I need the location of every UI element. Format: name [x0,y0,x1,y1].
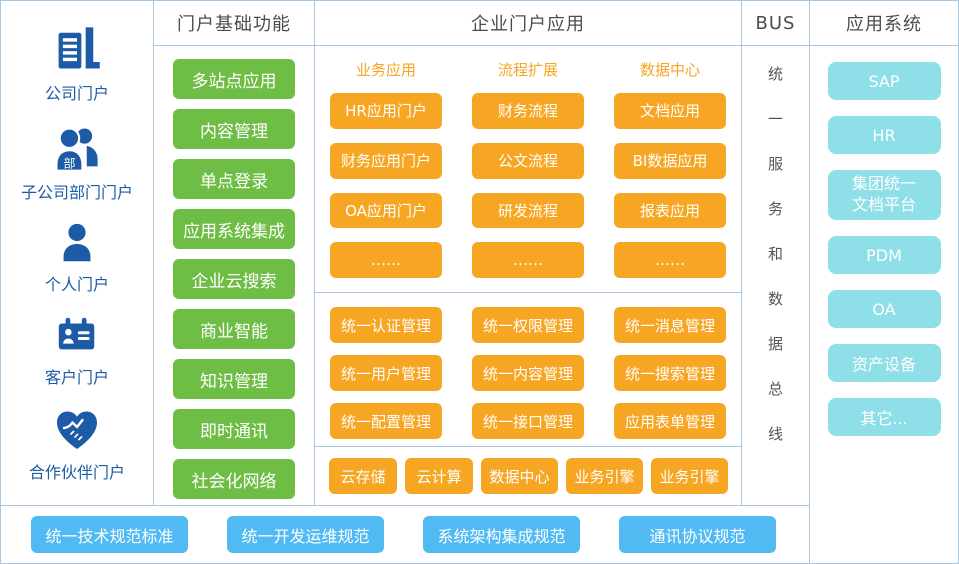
unified-service-block: 统一搜索管理 [614,355,726,391]
audience-item-personal: 个人门户 [1,220,153,295]
infrastructure-row: 云存储 云计算 数据中心 业务引擎 业务引擎 [315,447,741,505]
infra-block: 数据中心 [481,458,558,494]
app-block: 财务流程 [472,93,584,129]
app-group-title: 数据中心 [639,61,700,79]
audience-label: 子公司部门门户 [20,182,133,202]
app-block: 公文流程 [472,142,584,179]
function-block: 即时通讯 [173,409,295,449]
standard-block: 统一技术规范标准 [31,516,188,553]
app-block: …… [472,242,584,278]
unified-service-block: 应用表单管理 [614,403,726,439]
system-block: SAP [827,62,941,100]
audience-label: 合作伙伴门户 [28,463,125,483]
system-block: PDM [827,236,941,274]
audience-label: 个人门户 [44,275,109,295]
audience-column: 公司门户 部 子公司部门门户 [1,1,153,505]
standard-block: 通讯协议规范 [619,516,776,553]
function-block: 企业云搜索 [173,259,295,299]
partner-handshake-icon [57,411,97,450]
app-group-process: 流程扩展 财务流程 公文流程 研发流程 …… [457,46,599,292]
bus-column: BUS 统 一 服 务 和 数 据 总 线 [741,1,809,505]
infra-block: 云计算 [405,458,473,494]
unified-services-grid: 统一认证管理 统一权限管理 统一消息管理 统一用户管理 统一内容管理 统一搜索管… [315,293,741,447]
app-block: 财务应用门户 [330,142,442,179]
app-group-title: 流程扩展 [497,61,558,79]
portal-functions-header: 门户基础功能 [154,1,314,46]
bus-char: 总 [767,380,783,398]
unified-service-block: 统一配置管理 [330,403,442,439]
function-block: 多站点应用 [173,59,295,99]
unified-service-block: 统一用户管理 [330,355,442,391]
company-building-icon [58,27,100,69]
function-block: 社会化网络 [173,459,295,499]
bus-header: BUS [742,1,809,46]
bus-char: 和 [767,245,783,263]
app-group-data: 数据中心 文档应用 BI数据应用 报表应用 …… [599,46,741,292]
audience-item-company: 公司门户 [1,23,153,104]
unified-service-block: 统一消息管理 [614,307,726,343]
app-systems-header: 应用系统 [810,1,958,46]
app-group-title: 业务应用 [355,61,416,79]
bus-vertical-label: 统 一 服 务 和 数 据 总 线 [742,46,809,444]
person-icon [63,224,91,262]
unified-service-block: 统一内容管理 [472,355,584,391]
unified-service-block: 统一权限管理 [472,307,584,343]
app-block: …… [614,242,726,278]
app-block: HR应用门户 [330,93,442,129]
app-block: 研发流程 [472,192,584,229]
app-block: BI数据应用 [614,142,726,179]
infra-block: 业务引擎 [651,458,728,494]
bus-char: 数 [767,290,783,308]
function-block: 内容管理 [173,109,295,149]
audience-item-customer: 客户门户 [1,313,153,388]
function-block: 单点登录 [173,159,295,199]
system-block: OA [827,290,941,328]
portal-apps-column: 企业门户应用 业务应用 HR应用门户 财务应用门户 OA应用门户 …… 流程扩展… [314,1,741,505]
bus-char: 线 [767,425,783,443]
function-block: 知识管理 [173,359,295,399]
audience-item-department: 部 子公司部门门户 [1,122,153,203]
department-badge: 部 [63,156,75,170]
app-block: 报表应用 [614,192,726,229]
system-block: HR [827,116,941,154]
app-systems-list: SAP HR 集团统一文档平台 PDM OA 资产设备 其它... [810,46,958,436]
standard-block: 系统架构集成规范 [423,516,580,553]
app-systems-column: 应用系统 SAP HR 集团统一文档平台 PDM OA 资产设备 其它... [809,1,958,563]
audience-label: 客户门户 [44,368,109,388]
system-block: 资产设备 [827,344,941,382]
app-block: 文档应用 [614,93,726,129]
audience-label: 公司门户 [44,83,109,103]
diagram-left-part: 公司门户 部 子公司部门门户 [1,1,809,563]
infra-block: 云存储 [329,458,397,494]
portal-functions-list: 多站点应用 内容管理 单点登录 应用系统集成 企业云搜索 商业智能 知识管理 即… [154,46,314,499]
unified-service-block: 统一认证管理 [330,307,442,343]
system-block-label: 集团统一文档平台 [851,174,916,214]
standard-block: 统一开发运维规范 [227,516,384,553]
standards-bar: 统一技术规范标准 统一开发运维规范 系统架构集成规范 通讯协议规范 [1,505,809,563]
function-block: 商业智能 [173,309,295,349]
infra-block: 业务引擎 [566,458,643,494]
portal-functions-column: 门户基础功能 多站点应用 内容管理 单点登录 应用系统集成 企业云搜索 商业智能… [153,1,314,505]
bus-char: 据 [767,335,783,353]
bus-char: 服 [767,155,783,173]
unified-service-block: 统一接口管理 [472,403,584,439]
portal-apps-groups: 业务应用 HR应用门户 财务应用门户 OA应用门户 …… 流程扩展 财务流程 公… [315,46,741,293]
diagram-main-row: 公司门户 部 子公司部门门户 [1,1,809,505]
bus-char: 统 [767,65,783,83]
app-block: …… [330,242,442,278]
function-block: 应用系统集成 [173,209,295,249]
customer-card-icon [58,318,95,350]
app-block: OA应用门户 [330,192,442,229]
system-block: 集团统一文档平台 [827,170,941,220]
department-users-icon: 部 [55,127,98,172]
system-block: 其它... [827,398,941,436]
bus-char: 务 [767,200,783,218]
bus-char: 一 [767,110,783,128]
portal-apps-header: 企业门户应用 [315,1,741,46]
audience-item-partner: 合作伙伴门户 [1,406,153,483]
app-group-business: 业务应用 HR应用门户 财务应用门户 OA应用门户 …… [315,46,457,292]
